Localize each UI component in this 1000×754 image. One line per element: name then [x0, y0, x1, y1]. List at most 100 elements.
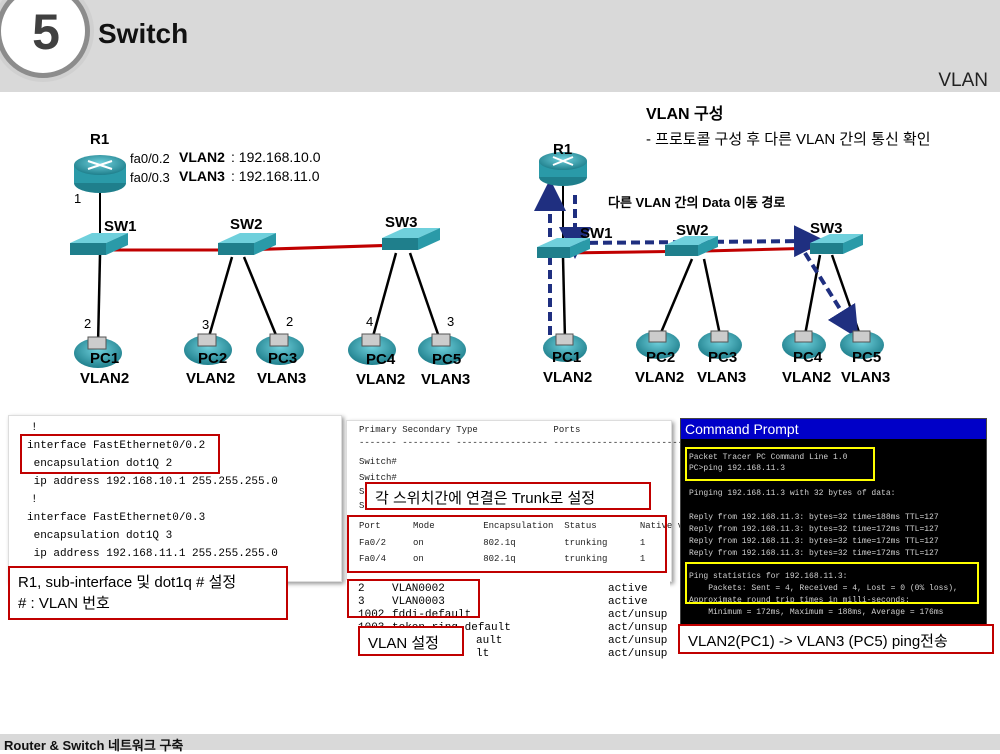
sub1-ip: : 192.168.10.0 — [231, 149, 321, 165]
switch-prompt: S — [359, 501, 365, 511]
pc5-icon — [418, 333, 466, 365]
config-line: interface FastEthernet0/0.2 — [27, 440, 206, 452]
switch-sw3-icon — [382, 228, 440, 250]
link-sw3-pc4 — [803, 254, 822, 336]
left-pc5-label: PC5 — [432, 351, 462, 368]
cmd-line: Pinging 192.168.11.3 with 32 bytes of da… — [689, 489, 896, 498]
link-sw2-pc2 — [658, 258, 694, 336]
sub2-port: fa0/0.3 — [130, 170, 170, 185]
footer-bar: Router & Switch 네트워크 구축 — [0, 734, 1000, 753]
vlan-status: act/unsup — [608, 635, 668, 647]
path-sw3-to-pc5 — [803, 251, 859, 339]
router-r1-icon — [539, 152, 587, 186]
right-pc4-vlan: VLAN2 — [782, 369, 832, 386]
pc3-icon — [698, 330, 742, 359]
pc2-port: 3 — [202, 317, 210, 332]
left-pc4-label: PC4 — [366, 351, 396, 368]
ping-command-highlight — [685, 447, 875, 481]
left-pc3-label: PC3 — [268, 350, 298, 367]
subinterface-note: R1, sub-interface 및 dot1q # 설정 # : VLAN … — [8, 566, 288, 620]
pc5-port: 3 — [447, 314, 455, 329]
right-pc5-label: PC5 — [852, 349, 882, 366]
config-line: ip address 192.168.10.1 255.255.255.0 — [27, 476, 278, 488]
right-pc1-vlan: VLAN2 — [543, 369, 593, 386]
link-sw3-pc5 — [830, 254, 862, 336]
right-pc1-label: PC1 — [552, 349, 582, 366]
switch-sw1-icon — [537, 238, 590, 258]
vlan-status: active — [608, 596, 648, 608]
left-pc1-vlan: VLAN2 — [80, 370, 130, 387]
right-sw1-label: SW1 — [580, 225, 613, 242]
cmd-line: Reply from 192.168.11.3: bytes=32 time=1… — [689, 549, 939, 558]
cmd-line: Minimum = 172ms, Maximum = 188ms, Averag… — [689, 608, 944, 617]
subinterface-note-line2: # : VLAN 번호 — [18, 595, 110, 612]
vlan-name: VLAN0003 — [392, 596, 445, 608]
pc2-icon — [636, 330, 680, 359]
switch-sw2-icon — [665, 236, 718, 256]
vlan-status: active — [608, 583, 648, 595]
vlan-name: lt — [476, 648, 490, 660]
switch-prompt: Switch# — [359, 457, 397, 467]
cmd-line: PC>ping 192.168.11.3 — [689, 464, 786, 473]
data-path-label: 다른 VLAN 간의 Data 이동 경로 — [608, 195, 786, 210]
trunk-separator: ------- --------- ----------------- ----… — [359, 438, 781, 448]
switch-prompt: S — [359, 487, 365, 497]
ping-stats-highlight — [685, 562, 979, 604]
left-pc2-label: PC2 — [198, 350, 228, 367]
vlan-name: fddi-default — [392, 609, 472, 621]
vlan-id: 3 — [358, 596, 365, 608]
sub1-vlan: VLAN2 — [179, 149, 225, 165]
pc4-port: 4 — [366, 314, 374, 329]
right-pc5-vlan: VLAN3 — [841, 369, 891, 386]
link-sw2-sw3 — [704, 246, 821, 253]
slide-number: 5 — [32, 4, 60, 60]
pc1-icon — [543, 333, 587, 362]
left-sw3-label: SW3 — [385, 214, 418, 231]
vlan-highlight — [347, 579, 480, 618]
config-line: encapsulation dot1Q 2 — [27, 458, 173, 470]
vlan-name: ault — [476, 635, 503, 647]
command-prompt-window: Command Prompt Packet Tracer PC Command … — [680, 418, 987, 628]
switch-sw2-icon — [218, 233, 276, 255]
cmd-line: Packet Tracer PC Command Line 1.0 — [689, 453, 848, 462]
sub1-port: fa0/0.2 — [130, 151, 170, 166]
config-line: encapsulation dot1Q 3 — [27, 530, 173, 542]
right-pc3-label: PC3 — [708, 349, 738, 366]
vlan-config-heading: VLAN 구성 — [646, 106, 724, 123]
right-pc2-vlan: VLAN2 — [635, 369, 685, 386]
left-pc4-vlan: VLAN2 — [356, 371, 406, 388]
left-pc5-vlan: VLAN3 — [421, 371, 471, 388]
vlan-note: VLAN 설정 — [358, 626, 464, 656]
cmd-line: Reply from 192.168.11.3: bytes=32 time=1… — [689, 537, 939, 546]
switch-prompt: Switch# — [359, 473, 397, 483]
cmd-line: Packets: Sent = 4, Received = 4, Lost = … — [689, 584, 958, 593]
router-r1-icon — [74, 155, 126, 193]
cmd-line: Reply from 192.168.11.3: bytes=32 time=1… — [689, 513, 939, 522]
pc2-icon — [184, 333, 232, 365]
subinterface-note-line1: R1, sub-interface 및 dot1q # 설정 — [18, 574, 237, 591]
header-bar — [0, 0, 1000, 92]
config-line: ! — [31, 494, 38, 506]
trunk-highlight — [347, 515, 667, 573]
vlan-status: act/unsup — [608, 648, 668, 660]
left-sw1-label: SW1 — [104, 218, 137, 235]
link-sw1-pc1 — [561, 256, 567, 341]
config-line: ip address 192.168.11.1 255.255.255.0 — [27, 548, 278, 560]
right-pc2-label: PC2 — [646, 349, 676, 366]
link-sw3-pc4 — [370, 252, 398, 341]
pc3-port: 2 — [286, 314, 294, 329]
vlan-name: VLAN0002 — [392, 583, 445, 595]
pc3-icon — [256, 333, 304, 365]
left-sw2-label: SW2 — [230, 216, 263, 233]
trunk-header: Primary Secondary Type Ports — [359, 425, 581, 435]
cmd-line: Reply from 192.168.11.3: bytes=32 time=1… — [689, 525, 939, 534]
left-pc3-vlan: VLAN3 — [257, 370, 307, 387]
right-r1-label: R1 — [553, 141, 573, 158]
sub2-ip: : 192.168.11.0 — [231, 168, 320, 184]
config-line: interface FastEthernet0/0.3 — [27, 512, 206, 524]
switch-sw1-icon — [70, 233, 128, 255]
subinterface-highlight — [20, 434, 220, 474]
vlan-config-subheading: - 프로토콜 구성 후 다른 VLAN 간의 통신 확인 — [646, 131, 931, 148]
left-pc2-vlan: VLAN2 — [186, 370, 236, 387]
r1-port-label: 1 — [74, 191, 82, 206]
